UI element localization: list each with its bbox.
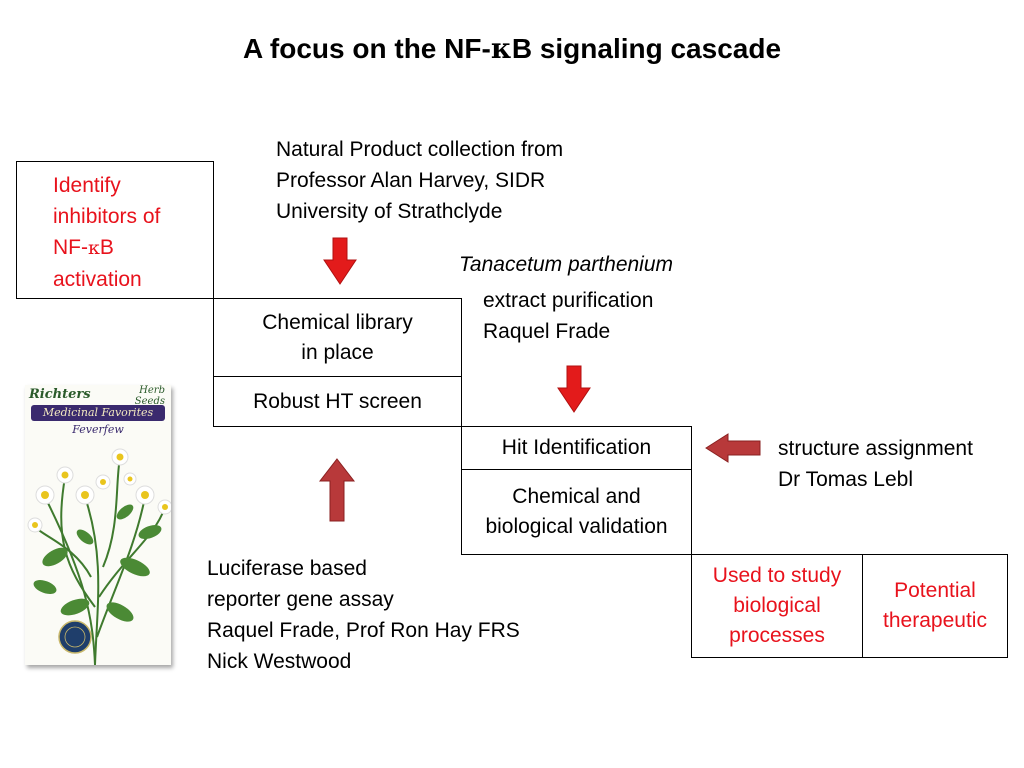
up-arrow-icon [318, 458, 356, 522]
natural-product-text: Natural Product collection from Professo… [276, 138, 564, 223]
down-arrow-icon [323, 237, 357, 285]
slide-title: A focus on the NF-κB signaling cascade [242, 32, 782, 65]
down-arrow-icon [557, 365, 591, 413]
hit-identification-box: Hit Identification [461, 426, 692, 470]
seed-packet-banner: Medicinal Favorites [31, 405, 165, 421]
luciferase-text: Luciferase based reporter gene assay Raq… [207, 557, 520, 673]
robust-screen-box: Robust HT screen [213, 376, 462, 427]
seed-packet-brand: Richters [29, 387, 91, 402]
structure-assignment-text: structure assignment Dr Tomas Lebl [778, 437, 973, 491]
tanacetum-text: Tanacetum parthenium [459, 253, 674, 276]
extract-purification-text: extract purification Raquel Frade [483, 289, 654, 343]
identify-box: Identify inhibitors of NF-κB activation [16, 161, 214, 299]
seed-packet-name: Feverfew [72, 423, 124, 436]
feverfew-flowers-illustration [27, 448, 171, 665]
left-arrow-icon [705, 433, 761, 463]
